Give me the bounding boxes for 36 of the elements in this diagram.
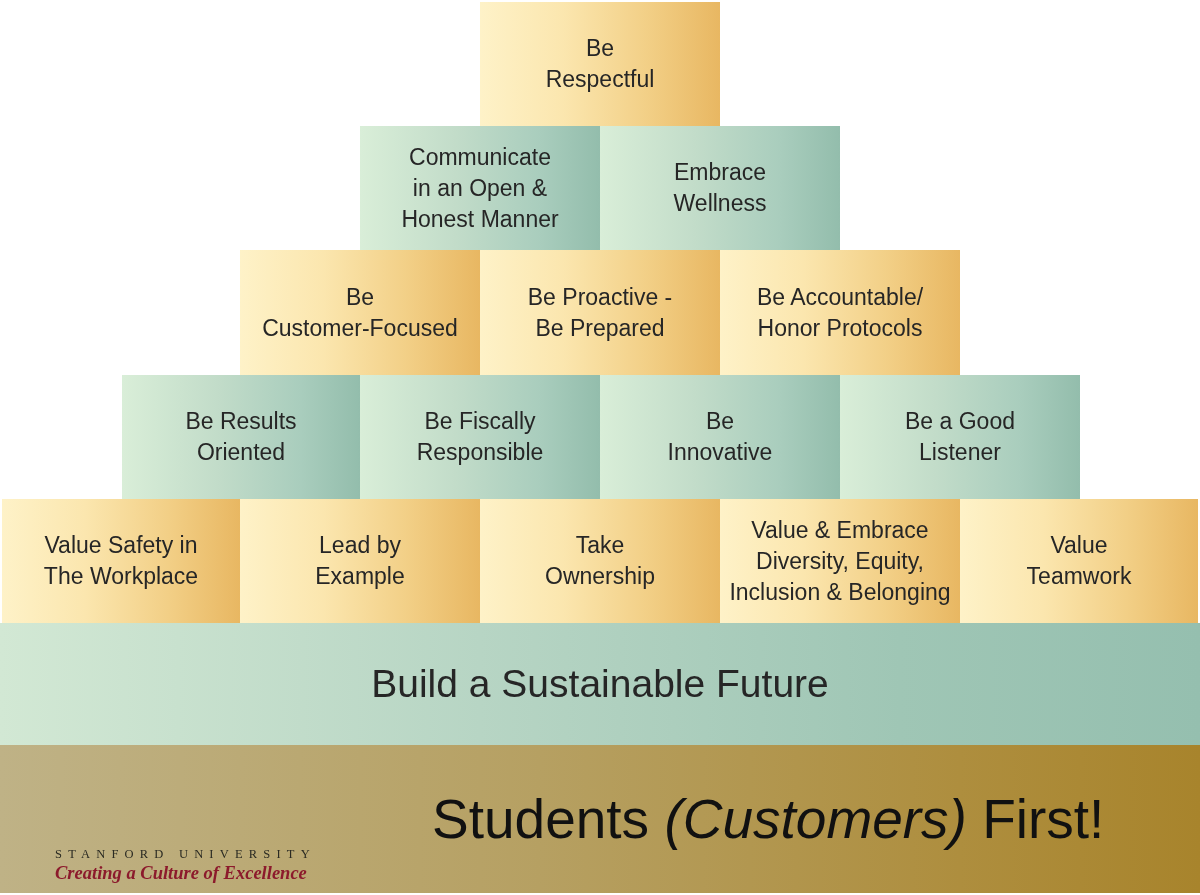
pyramid-block bbox=[122, 375, 360, 499]
block-text: Lead by Example bbox=[314, 531, 406, 591]
block-text: Be a Good Listener bbox=[904, 407, 1016, 467]
pyramid-block bbox=[240, 250, 480, 375]
pyramid-block bbox=[720, 499, 960, 623]
foundation-band bbox=[0, 623, 1200, 745]
slogan-text: Students (Customers) First! bbox=[432, 787, 1105, 851]
block-text: Be Customer-Focused bbox=[261, 282, 459, 343]
block-text: Be Proactive - Be Prepared bbox=[526, 282, 674, 343]
block-text: Value Teamwork bbox=[1025, 531, 1133, 591]
pyramid-block bbox=[360, 375, 600, 499]
tagline: Creating a Culture of Excellence bbox=[55, 862, 307, 884]
block-text: Embrace Wellness bbox=[672, 158, 768, 218]
pyramid-block bbox=[960, 499, 1198, 623]
pyramid-block bbox=[480, 2, 720, 126]
block-text: Value Safety in The Workplace bbox=[42, 531, 200, 591]
block-text: Be Fiscally Responsible bbox=[415, 407, 545, 467]
block-text: Be Respectful bbox=[544, 34, 656, 94]
block-text: Take Ownership bbox=[544, 531, 656, 591]
pyramid-block bbox=[600, 375, 840, 499]
pyramid-block bbox=[240, 499, 480, 623]
pyramid-block bbox=[480, 250, 720, 375]
block-text: Be Accountable/ Honor Protocols bbox=[755, 282, 925, 343]
university-name: STANFORD UNIVERSITY bbox=[55, 847, 316, 862]
block-text: Be Innovative bbox=[666, 407, 774, 467]
pyramid-block bbox=[2, 499, 240, 623]
pyramid-block bbox=[720, 250, 960, 375]
block-text: Communicate in an Open & Honest Manner bbox=[400, 142, 560, 234]
block-text: Be Results Oriented bbox=[184, 407, 298, 467]
pyramid-block bbox=[360, 126, 600, 250]
block-text: Value & Embrace Diversity, Equity, Inclusion & Belonging bbox=[728, 515, 952, 607]
band-text: Build a Sustainable Future bbox=[371, 661, 829, 707]
pyramid-block bbox=[840, 375, 1080, 499]
base-band bbox=[0, 745, 1200, 893]
pyramid-block bbox=[600, 126, 840, 250]
pyramid-block bbox=[480, 499, 720, 623]
